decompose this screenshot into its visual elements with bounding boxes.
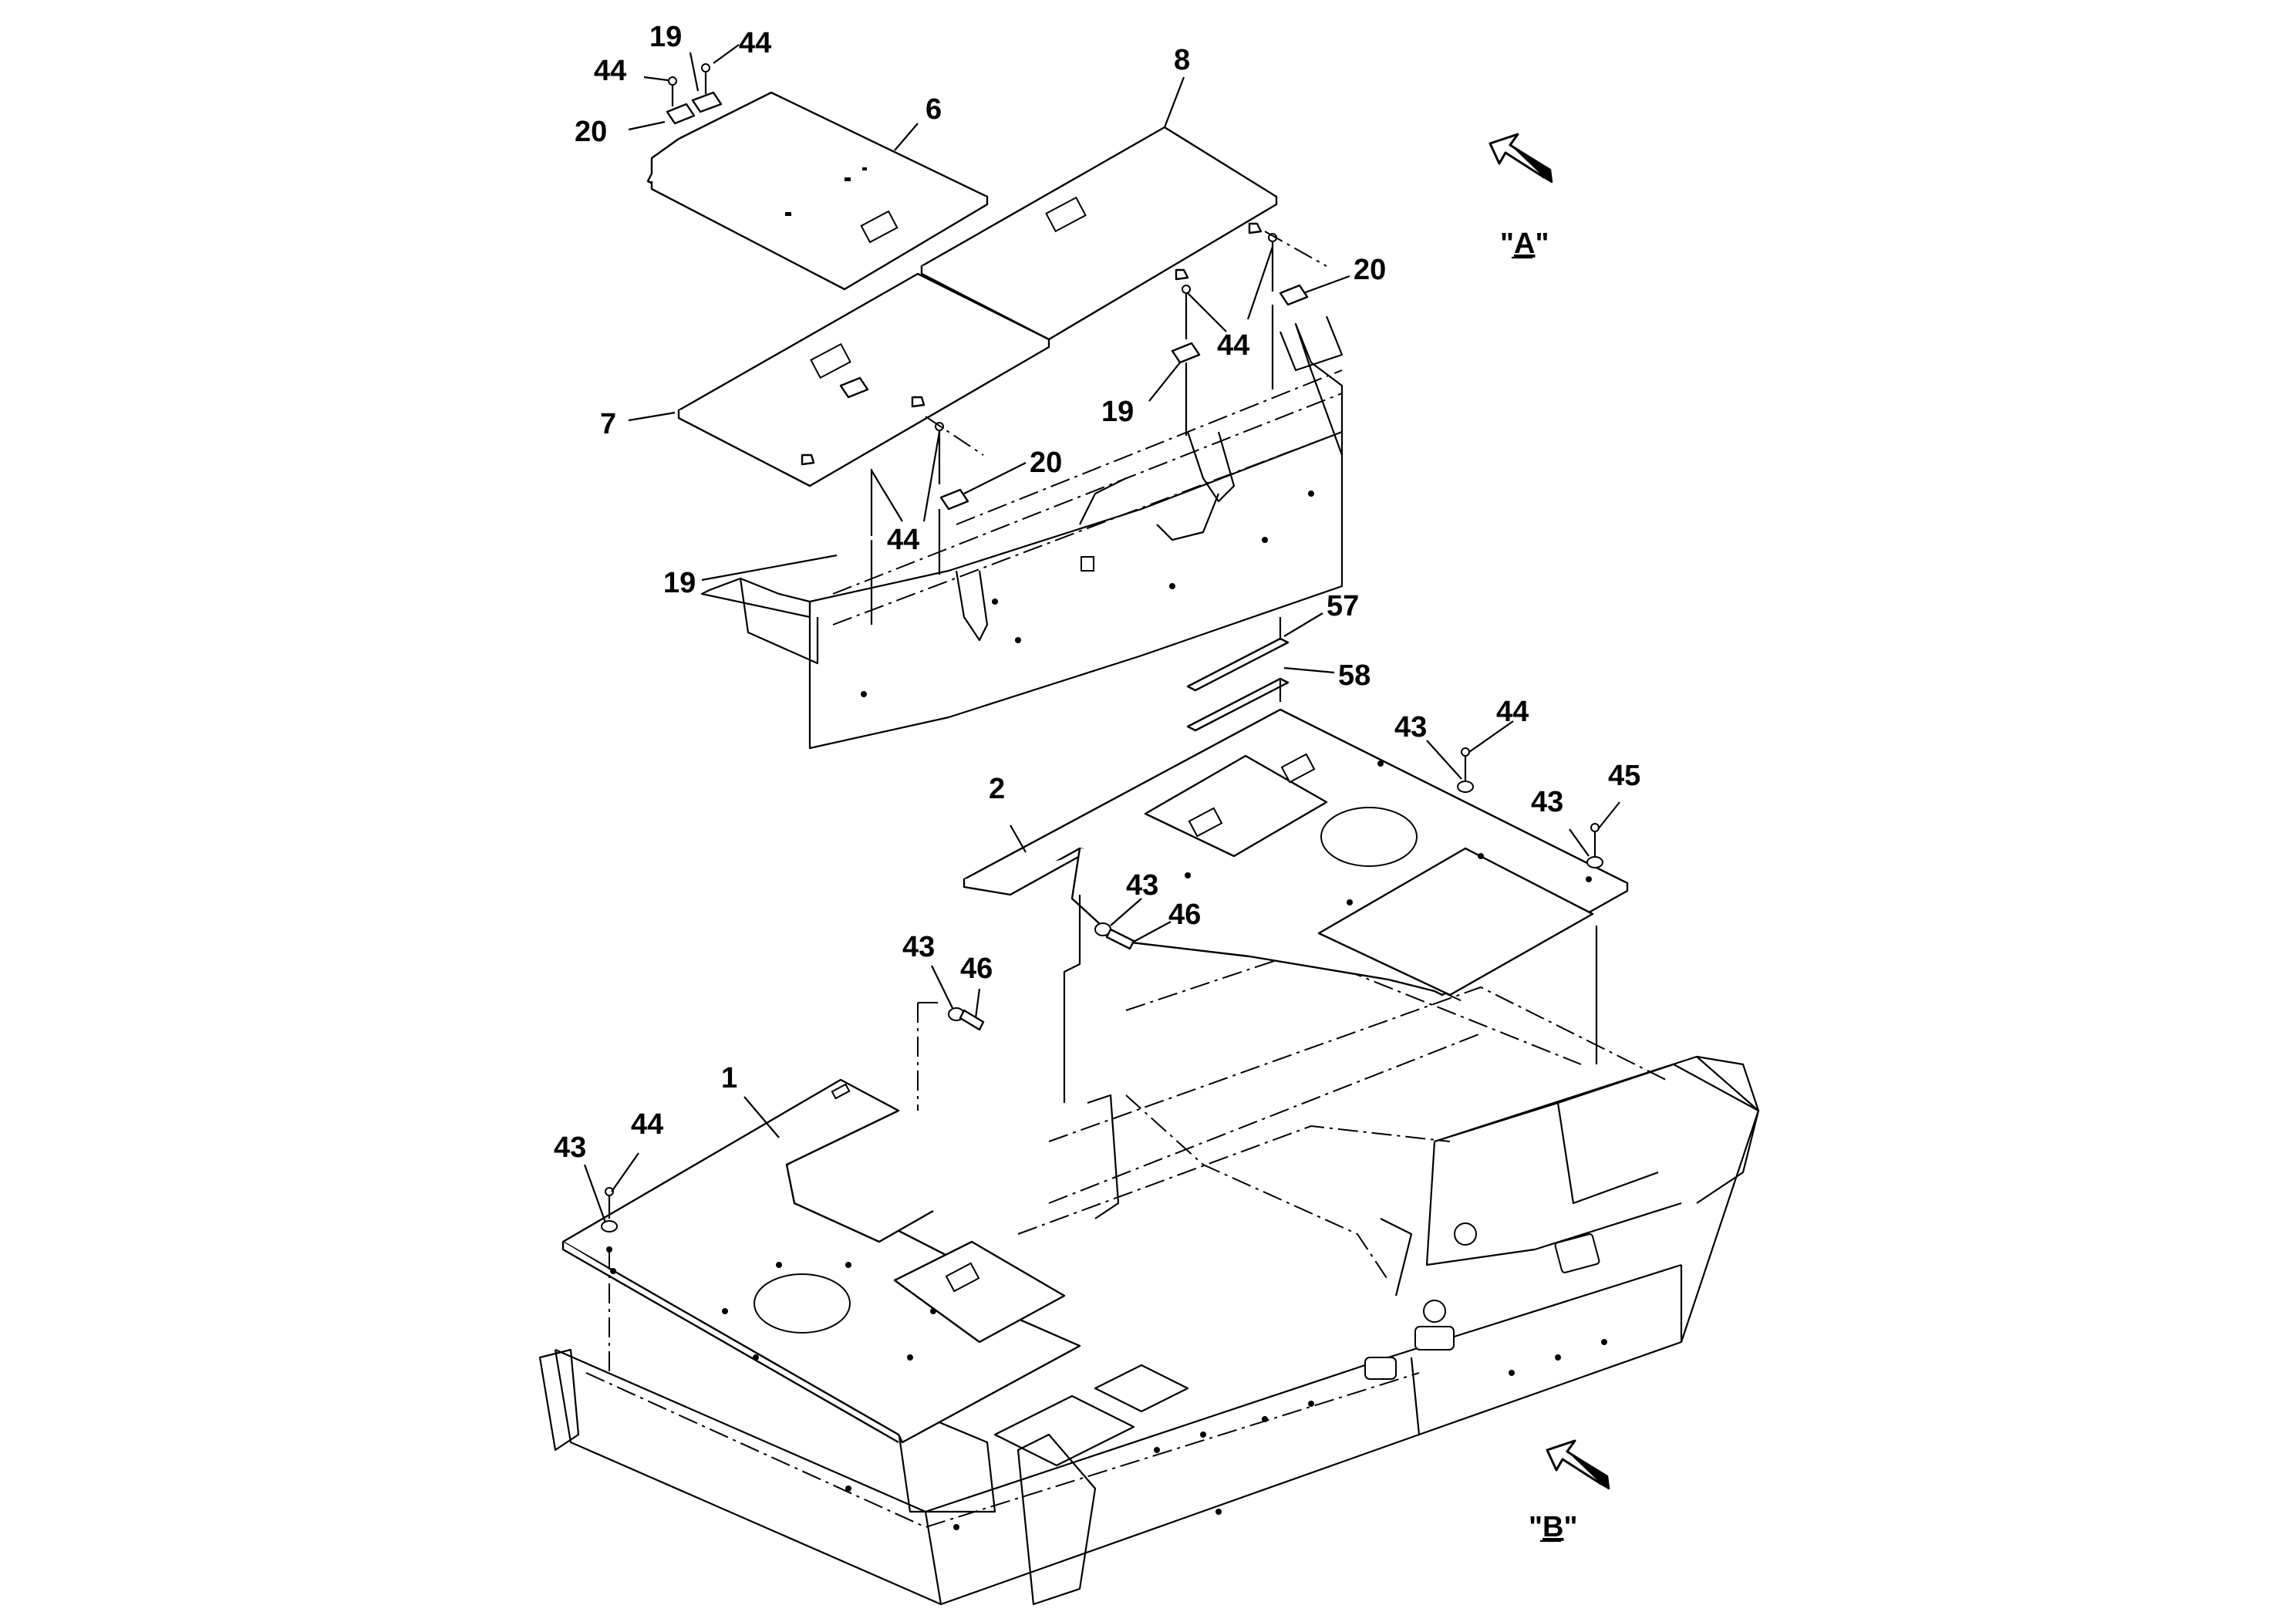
callout-44: 44 (594, 55, 626, 87)
callout-44: 44 (631, 1108, 663, 1141)
svg-text:"B": "B" (1529, 1511, 1578, 1543)
plate-6 (646, 91, 989, 291)
callout-46: 46 (960, 953, 993, 985)
callout-44: 44 (1217, 329, 1249, 362)
callout-1: 1 (721, 1062, 737, 1094)
callout-20: 20 (1354, 254, 1386, 286)
callout-43: 43 (902, 931, 935, 963)
callout-44: 44 (887, 524, 919, 556)
callout-43: 43 (554, 1131, 586, 1164)
callout-58: 58 (1338, 659, 1371, 692)
view-label-b: "B" (1529, 1511, 1578, 1543)
callout-20: 20 (1030, 447, 1062, 479)
plate-8 (920, 126, 1278, 341)
callout-43: 43 (1394, 711, 1427, 744)
view-label-a: "A" (1500, 228, 1549, 260)
view-arrow-icon (1546, 1439, 1610, 1490)
callout-7: 7 (600, 408, 616, 440)
callout-20: 20 (575, 116, 607, 148)
callout-6: 6 (925, 93, 942, 126)
callout-44: 44 (1496, 696, 1529, 728)
plate-7 (677, 272, 1050, 487)
callout-46: 46 (1168, 899, 1201, 931)
upper-frame (700, 315, 1344, 750)
plate-1 (561, 1078, 1081, 1444)
plate-2 (963, 708, 1629, 1103)
callout-19: 19 (649, 21, 682, 53)
shims (1186, 617, 1290, 732)
callout-57: 57 (1327, 590, 1359, 622)
view-arrow-icon (1489, 133, 1553, 184)
callout-2: 2 (989, 773, 1005, 805)
callout-19: 19 (1101, 396, 1134, 428)
callout-45: 45 (1608, 760, 1640, 792)
callout-43: 43 (1126, 869, 1158, 902)
callouts: 19 44 44 20 6 8 20 44 19 7 20 44 19 57 5… (554, 21, 1640, 1164)
svg-text:"A": "A" (1500, 228, 1549, 260)
leader-lines (583, 44, 1620, 1223)
lower-hardware (601, 747, 1603, 1373)
callout-19: 19 (663, 567, 696, 599)
callout-8: 8 (1174, 44, 1190, 76)
callout-44: 44 (739, 27, 771, 59)
callout-43: 43 (1531, 786, 1563, 818)
lower-frame (538, 939, 1760, 1606)
